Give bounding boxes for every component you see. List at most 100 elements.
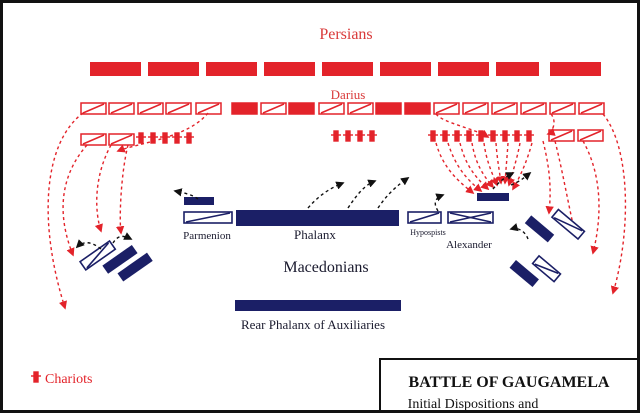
persian-unit bbox=[90, 62, 141, 76]
macedonian-arrow bbox=[75, 239, 102, 250]
hatched-unit bbox=[491, 102, 518, 115]
chariot-icon bbox=[512, 130, 522, 142]
chariot-icon bbox=[524, 130, 534, 142]
hatched-unit bbox=[433, 102, 460, 115]
persian-movement-arrows bbox=[47, 112, 627, 310]
hypaspists-label: Hypospists bbox=[410, 228, 446, 237]
phalanx-block bbox=[236, 210, 399, 226]
hatched-unit bbox=[108, 133, 135, 146]
parmenion-label: Parmenion bbox=[183, 230, 231, 242]
macedonian-arrow bbox=[434, 193, 445, 212]
solid-unit bbox=[288, 102, 315, 115]
persian-arrow bbox=[512, 142, 533, 191]
chariot-icon bbox=[172, 132, 182, 144]
persian-arrow bbox=[115, 144, 129, 235]
chariots-legend: Chariots bbox=[31, 371, 92, 387]
persian-arrow bbox=[582, 140, 600, 255]
chariot-icon bbox=[476, 130, 486, 142]
persian-unit bbox=[206, 62, 257, 76]
persian-arrow bbox=[471, 142, 495, 189]
chariot-icon bbox=[440, 130, 450, 142]
left-flank-units bbox=[78, 239, 153, 282]
parmenion-unit bbox=[183, 211, 233, 224]
chariot-icon bbox=[367, 130, 377, 142]
persian-arrow bbox=[435, 113, 490, 138]
macedonian-arrow bbox=[509, 223, 529, 240]
persian-second-line bbox=[80, 102, 605, 115]
alexander-cavalry-block bbox=[477, 193, 509, 201]
persian-arrow bbox=[602, 113, 627, 295]
persian-unit bbox=[322, 62, 373, 76]
persians-label: Persians bbox=[319, 26, 372, 43]
persian-arrow bbox=[542, 140, 554, 215]
macedonian-arrow bbox=[510, 171, 532, 186]
macedonian-arrow bbox=[307, 181, 345, 209]
chariot-icon bbox=[331, 130, 341, 142]
persian-arrow bbox=[435, 142, 475, 195]
subtitle-text: Initial Dispositions and bbox=[408, 397, 539, 412]
persian-unit bbox=[148, 62, 199, 76]
chariot-icons bbox=[136, 130, 534, 144]
persian-unit bbox=[264, 62, 315, 76]
hatched-unit bbox=[520, 102, 547, 115]
chariot-icon bbox=[343, 130, 353, 142]
hatched-unit bbox=[165, 102, 192, 115]
chariot-icon bbox=[136, 132, 146, 144]
hatched-unit bbox=[548, 129, 575, 142]
chariot-icon bbox=[184, 132, 194, 144]
macedonian-arrow bbox=[377, 177, 410, 209]
persian-arrow bbox=[47, 112, 84, 310]
chariot-icon bbox=[500, 130, 510, 142]
hatched-unit bbox=[80, 102, 107, 115]
solid-unit bbox=[404, 102, 431, 115]
solid-unit bbox=[231, 102, 258, 115]
solid-unit bbox=[375, 102, 402, 115]
hatched-unit bbox=[578, 102, 605, 115]
macedonians-label: Macedonians bbox=[283, 259, 368, 276]
chariot-icon bbox=[428, 130, 438, 142]
right-flank-units bbox=[509, 208, 586, 288]
chariot-icon bbox=[148, 132, 158, 144]
hatched-unit bbox=[318, 102, 345, 115]
phalanx-label: Phalanx bbox=[294, 227, 336, 242]
macedonian-arrow bbox=[347, 179, 377, 209]
hatched-unit bbox=[577, 129, 604, 142]
macedonian-arrow bbox=[112, 232, 133, 244]
persian-arrow bbox=[94, 144, 112, 233]
rear-phalanx-block bbox=[235, 300, 401, 311]
hatched-unit bbox=[549, 102, 576, 115]
persian-unit bbox=[438, 62, 489, 76]
chariots-legend-label: Chariots bbox=[45, 372, 92, 387]
hatched-unit bbox=[137, 102, 164, 115]
persian-unit bbox=[550, 62, 601, 76]
persian-arrow bbox=[546, 113, 556, 136]
darius-label: Darius bbox=[331, 87, 366, 102]
persian-flank-units bbox=[80, 129, 604, 146]
chariot-icon bbox=[452, 130, 462, 142]
persian-unit bbox=[496, 62, 539, 76]
macedonian-movement-arrows bbox=[75, 171, 532, 250]
hatched-unit bbox=[260, 102, 287, 115]
chariot-icon bbox=[31, 371, 41, 383]
hatched-unit bbox=[462, 102, 489, 115]
macedonian-arrow bbox=[173, 188, 199, 200]
title-text: BATTLE OF GAUGAMELA bbox=[409, 374, 610, 391]
alexander-label: Alexander bbox=[446, 239, 492, 251]
persian-arrow bbox=[495, 142, 505, 185]
macedonian-arrow bbox=[492, 172, 515, 190]
hatched-unit bbox=[347, 102, 374, 115]
persian-unit bbox=[380, 62, 431, 76]
persian-arrow bbox=[459, 142, 490, 191]
hypaspists-unit bbox=[407, 211, 442, 224]
parmenion-cavalry-block bbox=[184, 197, 214, 205]
chariot-icon bbox=[464, 130, 474, 142]
battle-map: Persians Darius bbox=[31, 26, 637, 412]
persian-front-line bbox=[90, 62, 601, 76]
macedonian-units bbox=[78, 193, 586, 311]
alexander-unit bbox=[447, 211, 494, 224]
persian-arrow bbox=[116, 112, 209, 153]
hatched-unit bbox=[195, 102, 222, 115]
chariot-icon bbox=[488, 130, 498, 142]
title-box: BATTLE OF GAUGAMELA Initial Dispositions… bbox=[379, 358, 637, 412]
